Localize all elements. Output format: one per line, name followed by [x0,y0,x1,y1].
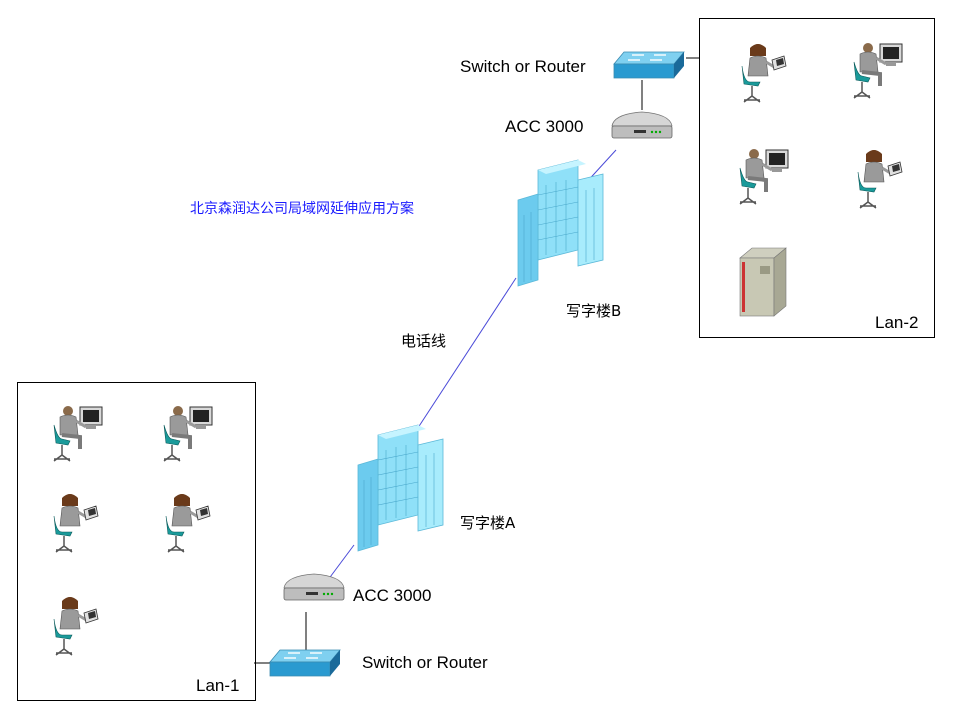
building-a-label: 写字楼A [460,514,516,532]
building-b-icon [517,159,604,287]
building-a-icon [357,424,444,552]
switch-b-label: Switch or Router [460,57,586,76]
lan-1-label: Lan-1 [196,676,240,695]
switch-b-icon [613,51,685,79]
switch-a-label: Switch or Router [362,653,488,672]
workstation-icon [52,595,100,657]
workstation-icon [52,404,104,463]
workstation-icon [738,147,790,206]
modem-a-label: ACC 3000 [353,586,432,605]
lan-2-box [699,18,935,338]
switch-a-icon [269,649,341,677]
lan-2-label: Lan-2 [875,313,919,332]
workstation-icon [856,148,904,210]
lan-link-line [254,57,699,664]
workstation-icon [164,492,212,554]
diagram-title: 北京森润达公司局域网延伸应用方案 [190,201,414,217]
link-label: 电话线 [401,332,447,350]
workstation-icon [740,42,788,104]
modem-b-icon [611,111,673,139]
workstation-icon [852,41,904,100]
modem-a-icon [283,573,345,601]
workstation-icon [162,404,214,463]
modem-b-label: ACC 3000 [505,117,584,136]
workstation-icon [52,492,100,554]
building-b-label: 写字楼B [566,302,622,320]
server-icon [739,247,787,317]
